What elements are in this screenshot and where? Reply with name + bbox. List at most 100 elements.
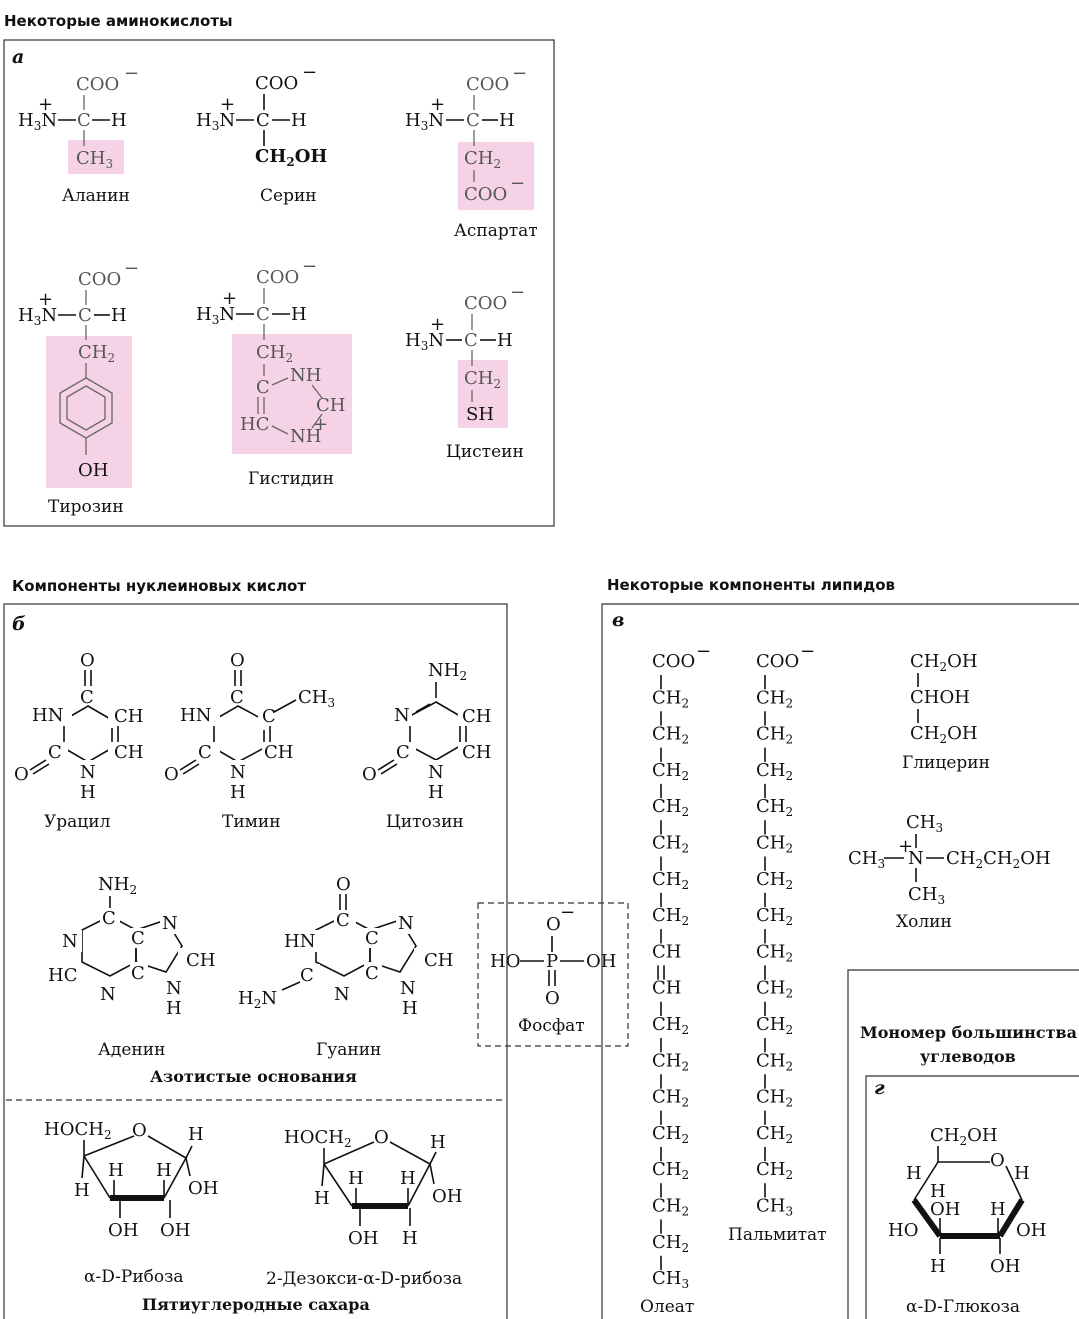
svg-text:C: C [256,110,270,131]
chain-atom: CH2 [756,796,793,819]
cysteine-structure: COO− H3N + C H CH2 SH [405,282,525,428]
chain-atom: CH2 [652,1014,689,1037]
svg-text:C: C [300,965,314,986]
svg-text:O: O [374,1127,389,1148]
adenine-label: Аденин [98,1040,165,1060]
svg-text:C: C [48,742,62,763]
svg-text:N: N [428,762,444,783]
panel-b-label: б [12,613,26,635]
svg-text:H: H [499,110,515,131]
svg-text:CH3: CH3 [906,812,943,835]
chain-atom: CH2 [756,1123,793,1146]
svg-text:CH3: CH3 [848,848,885,871]
cytosine-structure: NH2 N CH CH C O N H [362,660,494,803]
svg-text:H: H [400,1168,416,1189]
svg-text:CH: CH [462,706,491,727]
svg-text:HC: HC [48,965,77,986]
svg-text:HN: HN [284,931,315,952]
svg-text:+: + [222,288,237,309]
svg-text:OH: OH [108,1220,138,1241]
svg-text:H: H [402,1228,418,1249]
deoxyribose-structure: HOCH2 O H OH H H H OH H [284,1127,462,1249]
chain-atom: CH2 [652,1087,689,1110]
svg-text:N: N [166,978,182,999]
svg-text:N: N [162,913,178,934]
chain-atom: CH2 [756,724,793,747]
svg-text:−: − [510,282,525,303]
svg-text:O: O [80,650,95,671]
tyrosine-label: Тирозин [48,497,124,517]
svg-text:H: H [314,1188,330,1209]
chain-atom: CH2 [756,1014,793,1037]
svg-text:O: O [230,650,245,671]
svg-text:+: + [313,414,328,435]
svg-text:OH: OH [160,1220,190,1241]
svg-text:OH: OH [348,1228,378,1249]
svg-text:CH: CH [186,950,215,971]
svg-text:H: H [930,1256,946,1277]
chain-atom: CH2 [652,905,689,928]
svg-text:C: C [198,742,212,763]
svg-text:N: N [400,978,416,999]
svg-text:CH2OH: CH2OH [255,146,327,169]
chain-atom: CH2 [652,1159,689,1182]
panel-v-box [601,603,1079,1319]
panel-v-label: в [612,609,624,631]
svg-text:COO: COO [464,293,507,314]
glycerol-label: Глицерин [902,753,990,773]
svg-text:H3N: H3N [196,110,235,133]
svg-text:C: C [466,110,480,131]
svg-text:C: C [80,687,94,708]
svg-text:−: − [560,902,575,923]
svg-text:H: H [430,1132,446,1153]
svg-text:+: + [220,94,235,115]
chain-atom: CH2 [652,1050,689,1073]
svg-text:OH: OH [188,1178,218,1199]
svg-text:H: H [74,1180,90,1201]
svg-text:H: H [156,1160,172,1181]
svg-text:CH2CH2OH: CH2CH2OH [946,848,1051,871]
svg-text:N: N [394,705,410,726]
panel-g-box [865,1075,1079,1319]
svg-text:H: H [230,782,246,803]
palmitate-label: Пальмитат [728,1225,827,1245]
chain-atom: CH2 [652,833,689,856]
svg-text:OH: OH [78,460,108,481]
svg-text:C: C [230,687,244,708]
chain-atom: CH3 [756,1196,793,1219]
svg-text:SH: SH [466,404,494,425]
svg-text:N: N [334,984,350,1005]
chain-atom: CH2 [756,1159,793,1182]
svg-text:CH: CH [462,742,491,763]
serine-label: Серин [260,186,317,206]
svg-text:C: C [336,910,350,931]
svg-text:COO: COO [256,267,299,288]
svg-text:H: H [111,305,127,326]
svg-text:−: − [302,62,317,83]
pentose-sugars-caption: Пятиуглеродные сахара [142,1295,370,1314]
svg-text:O: O [545,988,560,1009]
chain-atom: CH2 [756,1050,793,1073]
svg-text:H: H [166,998,182,1019]
svg-text:C: C [365,963,379,984]
svg-text:H: H [428,782,444,803]
ribose-structure: HOCH2 O H OH H H H OH OH [44,1119,218,1241]
tyrosine-structure: COO− H3N + C H CH2 OH [18,258,139,488]
chain-atom: CH2 [756,905,793,928]
thymine-label: Тимин [222,812,281,832]
svg-text:CHOH: CHOH [910,687,970,708]
histidine-label: Гистидин [248,469,334,489]
svg-text:H: H [348,1168,364,1189]
chain-atom: CH2 [756,978,793,1001]
svg-text:H3N: H3N [18,110,57,133]
lipids-title: Некоторые компоненты липидов [607,576,895,594]
svg-text:H3N: H3N [18,305,57,328]
chain-atom: CH2 [652,687,689,710]
alanine-label: Аланин [62,186,130,206]
aspartate-structure: COO− H3N + C H CH2 COO− [405,63,534,210]
svg-text:C: C [256,304,270,325]
svg-text:−: − [302,256,317,277]
svg-text:HO: HO [490,951,520,972]
svg-text:C: C [256,377,270,398]
